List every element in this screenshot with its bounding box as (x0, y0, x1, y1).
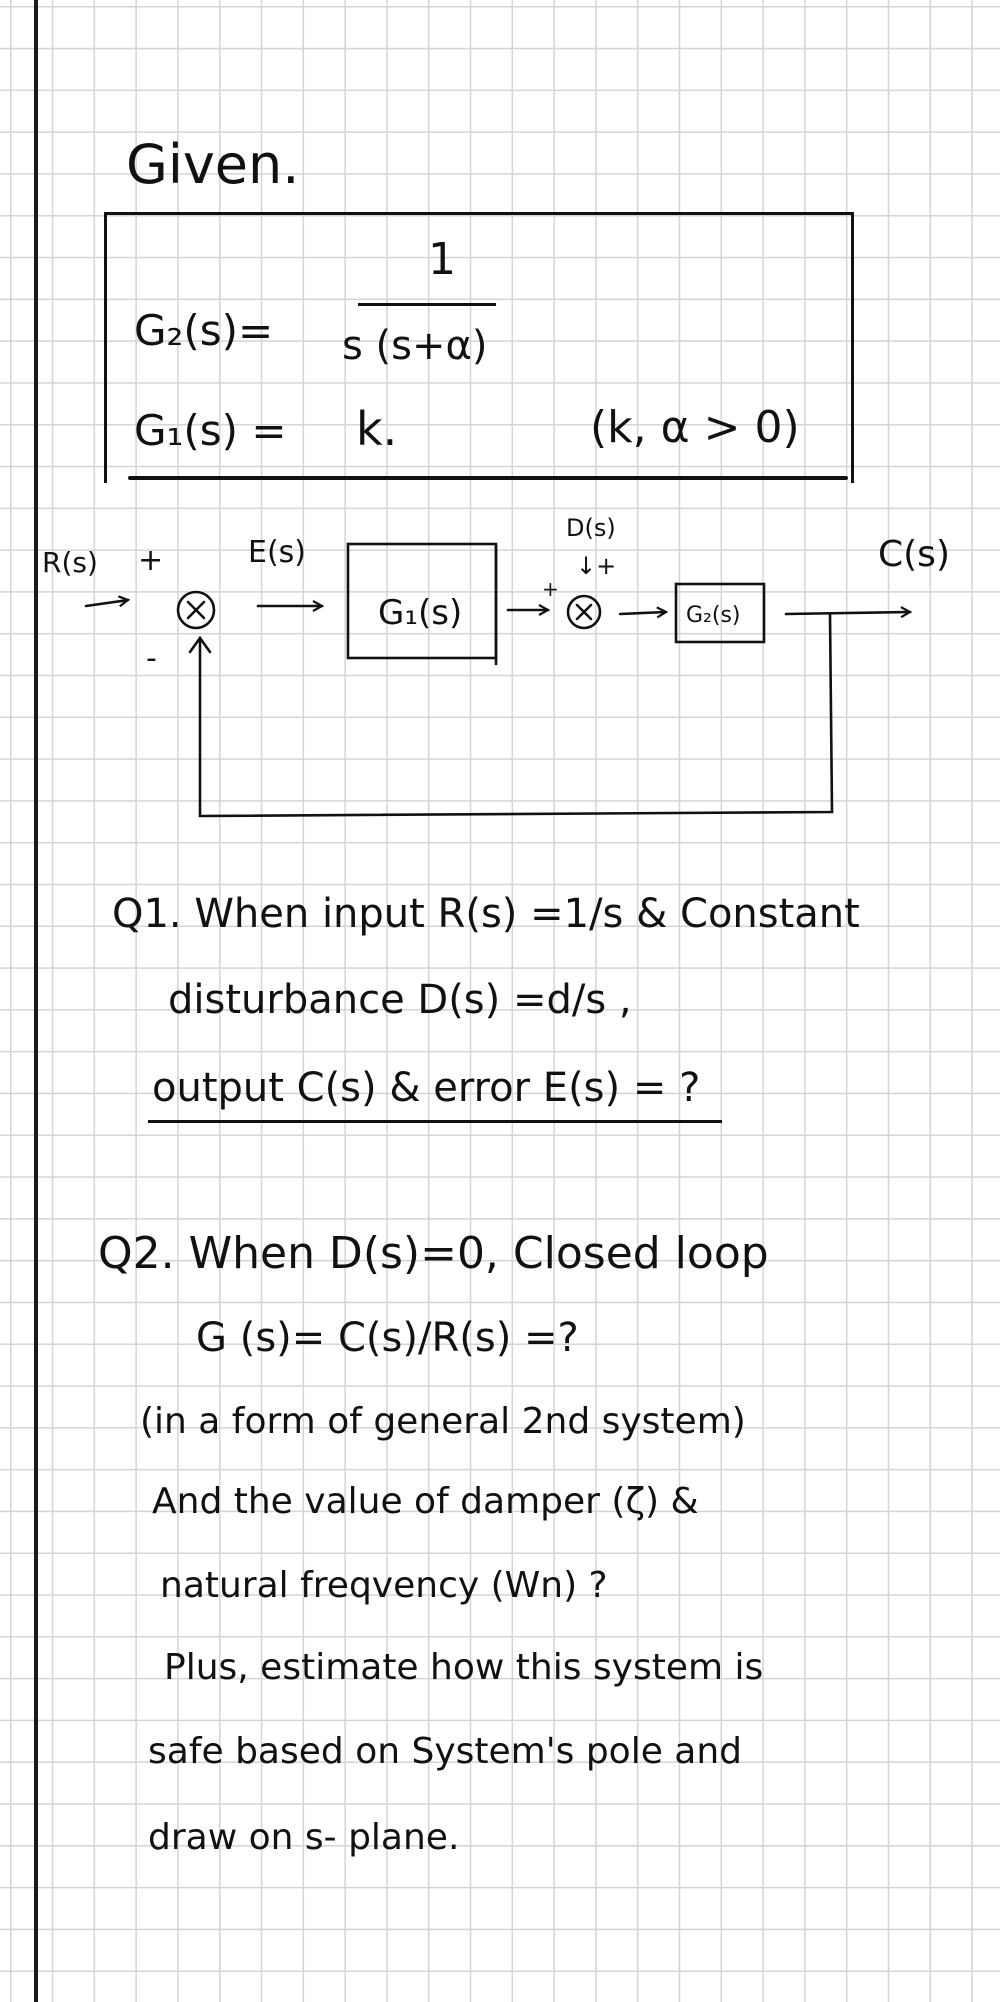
output-arrow (784, 612, 910, 614)
q2-line-4: And the value of damper (ζ) & (152, 1481, 699, 1522)
g2-label: G₂(s)= (134, 306, 274, 355)
g2-block-label: G₂(s) (686, 603, 741, 628)
feedback-arrowhead (188, 635, 212, 654)
q1-line-1: Q1. When input R(s) =1/s & Constant (112, 891, 860, 937)
q2-line-2: G (s)= C(s)/R(s) =? (196, 1315, 579, 1361)
feedback-path (198, 612, 834, 818)
q2-line-8: draw on s- plane. (148, 1817, 460, 1858)
given-heading: Given. (126, 133, 300, 196)
q2-line-1: Q2. When D(s)=0, Closed loop (98, 1228, 769, 1279)
g1-value: k. (356, 402, 398, 456)
disturbance-label: D(s) (566, 514, 616, 542)
plus-sign-mid: + (542, 577, 559, 601)
disturbance-junction (566, 594, 602, 630)
q2-line-3: (in a form of general 2nd system) (140, 1401, 746, 1442)
disturbance-sign: ↓+ (576, 552, 616, 580)
given-box-underline (128, 476, 848, 480)
junction-to-g2-arrow (618, 612, 666, 614)
q2-line-5: natural freqvency (Wn) ? (160, 1565, 608, 1606)
g2-denominator: s (s+α) (342, 323, 488, 369)
fraction-bar (358, 303, 496, 306)
g1-block-label: G₁(s) (378, 593, 462, 633)
plus-sign-input: + (138, 543, 163, 578)
output-label: C(s) (878, 534, 950, 575)
input-arrow (84, 600, 128, 608)
block-diagram: R(s) + - E(s) G₁(s) + D(s) ↓+ G₂(s) C(s) (42, 514, 950, 818)
q1-line-3: output C(s) & error E(s) = ? (152, 1065, 701, 1111)
minus-sign-feedback: - (146, 641, 157, 676)
input-label: R(s) (42, 546, 98, 579)
error-label: E(s) (248, 535, 306, 570)
q1-line-2: disturbance D(s) =d/s , (168, 977, 632, 1023)
q2-line-7: safe based on System's pole and (148, 1731, 743, 1772)
notebook-margin-line (34, 0, 38, 2002)
g1-label: G₁(s) = (134, 406, 287, 455)
g2-block (674, 582, 766, 644)
given-box (104, 212, 854, 483)
parameter-condition: (k, α > 0) (590, 402, 800, 453)
q1-underline (148, 1120, 722, 1123)
summing-junction (176, 590, 216, 630)
q2-line-6: Plus, estimate how this system is (164, 1647, 764, 1688)
g2-numerator: 1 (428, 234, 456, 285)
